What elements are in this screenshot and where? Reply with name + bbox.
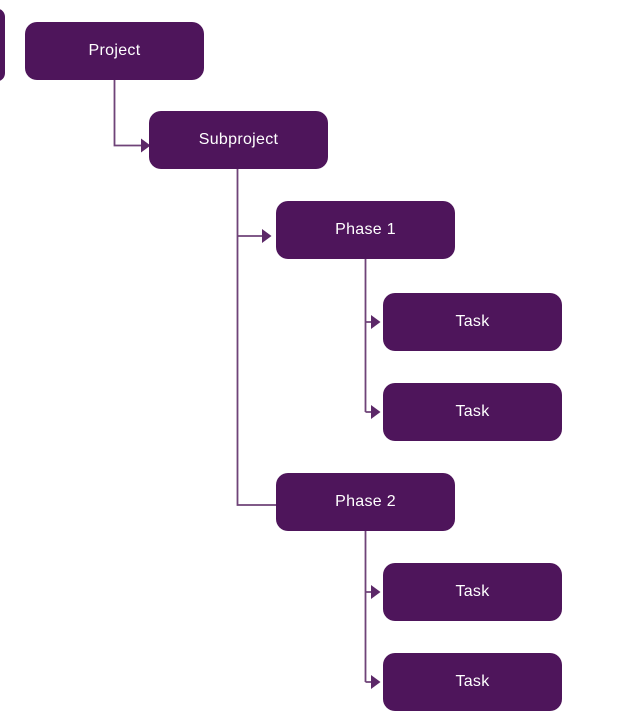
node-task-1[interactable]: Task <box>383 293 562 351</box>
clipped-edge-node <box>0 9 5 81</box>
edge-phase1-tasks <box>364 259 371 413</box>
node-phase-2[interactable]: Phase 2 <box>276 473 455 531</box>
node-project[interactable]: Project <box>25 22 204 80</box>
node-phase-1-label: Phase 1 <box>335 221 396 238</box>
arrowhead-task2-icon <box>371 405 381 419</box>
edge-project-subproject <box>113 80 141 147</box>
node-task-4[interactable]: Task <box>383 653 562 711</box>
node-phase-1[interactable]: Phase 1 <box>276 201 455 259</box>
edge-subproject-phase2 <box>236 169 276 506</box>
node-task-2[interactable]: Task <box>383 383 562 441</box>
arrowhead-phase1-icon <box>262 229 272 243</box>
arrowhead-subproject-icon <box>141 138 151 153</box>
node-task-4-label: Task <box>455 673 490 690</box>
arrowhead-task4-icon <box>371 675 381 689</box>
node-task-2-label: Task <box>455 403 490 420</box>
arrowhead-task1-icon <box>371 315 381 329</box>
arrowhead-task3-icon <box>371 585 381 599</box>
node-task-3-label: Task <box>455 583 490 600</box>
node-phase-2-label: Phase 2 <box>335 493 396 510</box>
node-project-label: Project <box>88 42 141 59</box>
node-subproject[interactable]: Subproject <box>149 111 328 169</box>
node-task-3[interactable]: Task <box>383 563 562 621</box>
node-subproject-label: Subproject <box>198 131 279 148</box>
node-task-1-label: Task <box>455 313 490 330</box>
edge-phase2-tasks <box>364 531 371 683</box>
